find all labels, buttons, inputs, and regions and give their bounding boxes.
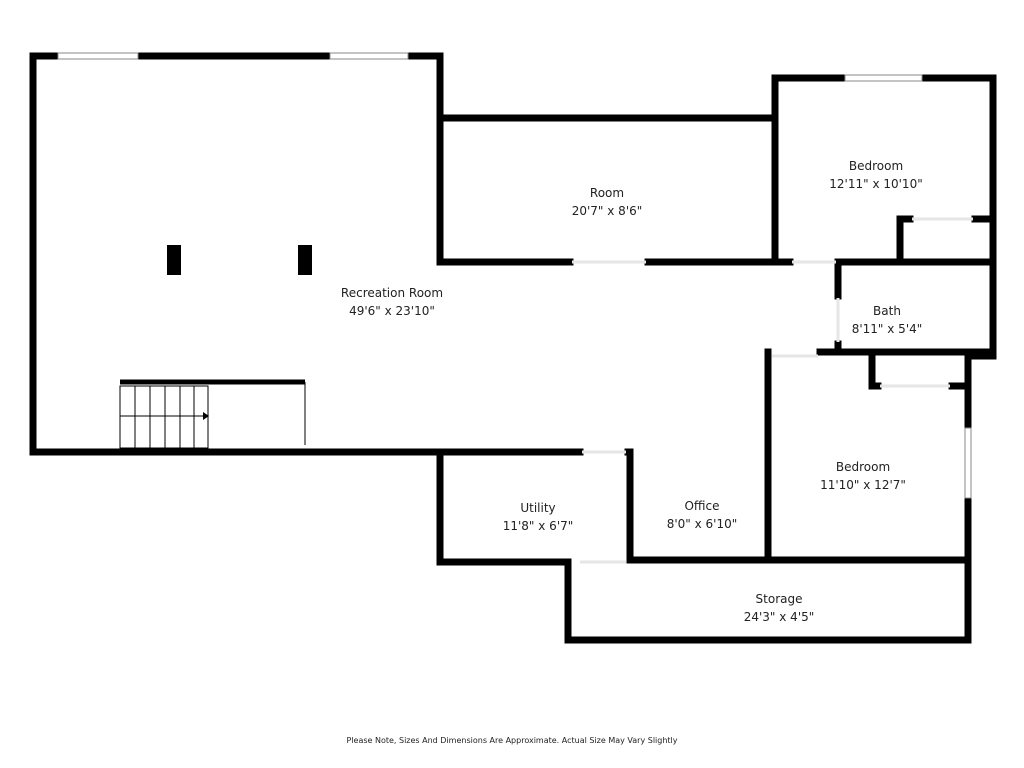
room-label-bedroom-2: Bedroom 11'10" x 12'7" — [820, 458, 906, 494]
room-size: 49'6" x 23'10" — [349, 304, 435, 318]
room-label-utility: Utility 11'8" x 6'7" — [503, 499, 574, 535]
room-name: Bedroom — [835, 460, 891, 474]
room-name: Recreation Room — [340, 286, 444, 300]
windows — [57, 52, 972, 499]
room-size: 20'7" x 8'6" — [571, 204, 643, 218]
room-size: 11'10" x 12'7" — [820, 478, 906, 492]
room-name: Room — [589, 186, 625, 200]
room-name: Bedroom — [848, 159, 904, 173]
room-size: 8'0" x 6'10" — [666, 517, 738, 531]
room-label-office: Office 8'0" x 6'10" — [667, 497, 738, 533]
disclaimer-note: Please Note, Sizes And Dimensions Are Ap… — [346, 736, 678, 745]
room-name: Storage — [755, 592, 803, 606]
room-name: Utility — [520, 501, 556, 515]
room-label-bath: Bath 8'11" x 5'4" — [852, 302, 923, 338]
staircase — [119, 379, 306, 449]
room-name: Bath — [873, 304, 901, 318]
doors — [572, 217, 973, 564]
room-label-room: Room 20'7" x 8'6" — [572, 184, 643, 220]
room-size: 8'11" x 5'4" — [851, 322, 923, 336]
room-size: 11'8" x 6'7" — [502, 519, 574, 533]
room-label-recreation-room: Recreation Room 49'6" x 23'10" — [341, 284, 443, 320]
walls — [29, 52, 997, 644]
room-label-bedroom-1: Bedroom 12'11" x 10'10" — [829, 157, 922, 193]
columns — [167, 245, 312, 275]
room-name: Office — [684, 499, 720, 513]
room-size: 24'3" x 4'5" — [743, 610, 815, 624]
room-label-storage: Storage 24'3" x 4'5" — [744, 590, 815, 626]
room-size: 12'11" x 10'10" — [829, 177, 923, 191]
